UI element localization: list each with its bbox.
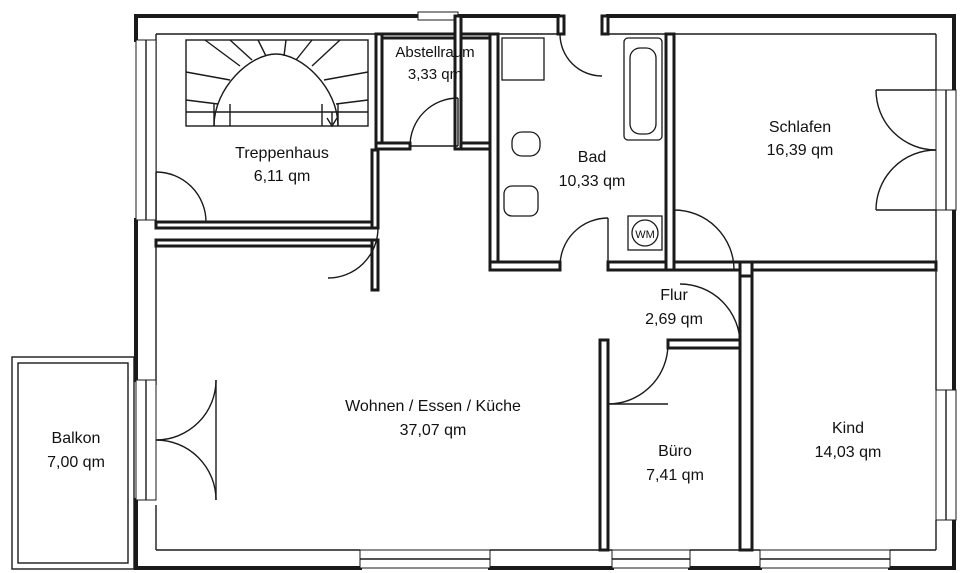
bad-name: Bad: [578, 149, 606, 166]
abstellraum-name: Abstellraum: [395, 44, 474, 61]
washing-machine-label: WM: [635, 229, 655, 241]
treppenhaus-name: Treppenhaus: [235, 145, 329, 162]
schlafen-name: Schlafen: [769, 119, 831, 136]
treppenhaus-area: 6,11 qm: [254, 168, 311, 185]
flur-area: 2,69 qm: [645, 311, 703, 328]
buero-name: Büro: [658, 443, 692, 460]
doors: [155, 33, 937, 501]
buero-area: 7,41 qm: [646, 467, 704, 484]
exterior-walls: [134, 14, 956, 570]
kind-area: 14,03 qm: [815, 444, 882, 461]
abstellraum-area: 3,33 qm: [408, 66, 462, 83]
bad-area: 10,33 qm: [559, 173, 626, 190]
staircase: [185, 39, 369, 128]
sink: [503, 185, 539, 217]
windows: [135, 11, 957, 569]
schlafen-area: 16,39 qm: [767, 142, 834, 159]
wohnen-area: 37,07 qm: [400, 422, 467, 439]
wohnen-name: Wohnen / Essen / Küche: [345, 398, 521, 415]
room-labels: Abstellraum 3,33 qm Treppenhaus 6,11 qm …: [47, 44, 881, 484]
shower-tray: [501, 37, 545, 81]
balkon-area: 7,00 qm: [47, 454, 105, 471]
balkon-area: [11, 356, 135, 570]
interior-walls: [154, 14, 938, 552]
kind-name: Kind: [832, 420, 864, 437]
balkon-name: Balkon: [52, 430, 101, 447]
toilet: [511, 131, 541, 157]
flur-name: Flur: [660, 287, 688, 304]
bathroom-fixtures: WM: [501, 37, 663, 251]
